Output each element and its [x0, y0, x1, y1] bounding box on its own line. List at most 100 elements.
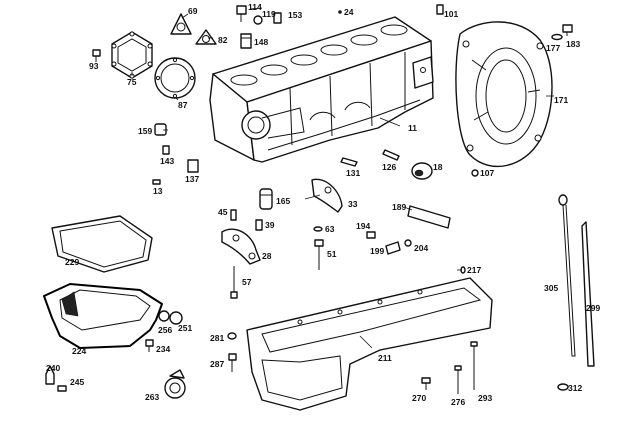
callout-281: 281	[210, 333, 224, 343]
callout-312: 312	[568, 383, 582, 393]
pin-24	[338, 10, 342, 14]
callout-240: 240	[46, 363, 60, 373]
washer-63	[313, 226, 323, 232]
callout-63: 63	[325, 224, 335, 234]
plug-143	[162, 145, 170, 155]
callout-87: 87	[178, 100, 188, 110]
bolt-199	[385, 241, 401, 255]
callout-245: 245	[70, 377, 84, 387]
callout-256: 256	[158, 325, 172, 335]
callout-251: 251	[178, 323, 192, 333]
cover-87	[154, 57, 196, 99]
plug-148	[240, 33, 252, 49]
callout-204: 204	[414, 243, 428, 253]
callout-137: 137	[185, 174, 199, 184]
callout-305: 305	[544, 283, 558, 293]
callout-229: 229	[65, 257, 79, 267]
bushing-165	[259, 188, 273, 210]
plug-251	[169, 311, 183, 325]
callout-177: 177	[546, 43, 560, 53]
stud-57	[230, 266, 238, 299]
bracket-33	[311, 178, 343, 213]
callout-126: 126	[382, 162, 396, 172]
screw-93	[92, 49, 101, 62]
callout-299: 299	[586, 303, 600, 313]
callout-194: 194	[356, 221, 370, 231]
bell-housing-171	[455, 21, 553, 168]
washer-204	[404, 239, 412, 247]
callout-165: 165	[276, 196, 290, 206]
pin-13	[152, 179, 161, 185]
callout-276: 276	[451, 397, 465, 407]
callout-51: 51	[327, 249, 337, 259]
oil-pan-224	[43, 283, 163, 349]
dowel-126	[382, 149, 400, 161]
callout-171: 171	[554, 95, 568, 105]
callout-293: 293	[478, 393, 492, 403]
leader-lines	[131, 7, 554, 349]
callout-101: 101	[444, 9, 458, 19]
callout-183: 183	[566, 39, 580, 49]
bolt-51	[314, 239, 324, 270]
cap-18	[411, 162, 433, 180]
oil-pan-211	[246, 277, 493, 411]
pin-101	[436, 4, 444, 15]
callout-75: 75	[127, 77, 137, 87]
callout-199: 199	[370, 246, 384, 256]
bracket-28	[221, 228, 261, 265]
dowel-131	[340, 157, 358, 167]
callout-33: 33	[348, 199, 358, 209]
screw-234	[145, 339, 154, 352]
plug-153	[273, 12, 282, 24]
ring-256	[158, 310, 170, 322]
callout-287: 287	[210, 359, 224, 369]
callout-24: 24	[344, 7, 354, 17]
bolt-293	[470, 341, 478, 390]
seal-312	[557, 383, 569, 391]
callout-39: 39	[265, 220, 275, 230]
screw-183	[562, 24, 573, 36]
gasket-69	[170, 13, 192, 35]
washer-107	[471, 169, 479, 177]
sensor-263	[164, 369, 186, 399]
callout-119: 119	[262, 9, 276, 19]
gasket-82	[195, 29, 217, 45]
dipstick-305	[558, 194, 576, 357]
screw-270	[421, 377, 431, 390]
screw-245	[57, 385, 67, 392]
callout-270: 270	[412, 393, 426, 403]
screw-194	[366, 231, 376, 239]
callout-11: 11	[408, 123, 417, 133]
callout-82: 82	[218, 35, 228, 45]
callout-217: 217	[467, 265, 481, 275]
callout-224: 224	[72, 346, 86, 356]
callout-114: 114	[248, 2, 262, 12]
callout-93: 93	[89, 61, 99, 71]
callout-143: 143	[160, 156, 174, 166]
callout-45: 45	[218, 207, 228, 217]
bolt-287	[228, 353, 237, 372]
callout-57: 57	[242, 277, 252, 287]
plug-281	[227, 332, 237, 340]
callout-18: 18	[433, 162, 443, 172]
callout-211: 211	[378, 353, 392, 363]
washer-177	[551, 33, 563, 41]
callout-13: 13	[153, 186, 163, 196]
ring-119	[253, 15, 263, 25]
callout-69: 69	[188, 6, 198, 16]
callout-189: 189	[392, 202, 406, 212]
callout-131: 131	[346, 168, 360, 178]
callout-148: 148	[254, 37, 268, 47]
callout-28: 28	[262, 251, 272, 261]
bolt-276	[454, 365, 462, 394]
bar-189	[407, 205, 451, 229]
gasket-229	[51, 215, 153, 273]
plug-137	[187, 159, 199, 173]
gasket-75	[111, 31, 153, 79]
callout-234: 234	[156, 344, 170, 354]
callout-153: 153	[288, 10, 302, 20]
callout-107: 107	[480, 168, 494, 178]
pin-39	[255, 219, 263, 231]
